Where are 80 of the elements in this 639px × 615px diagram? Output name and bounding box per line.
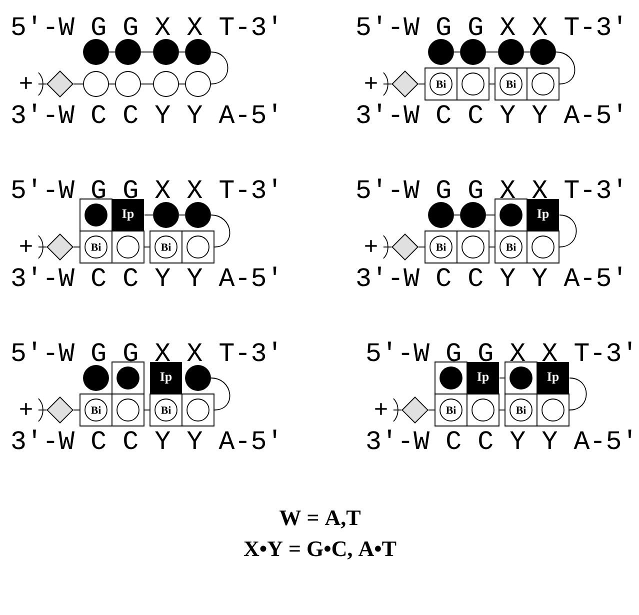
filled-circle [185,365,211,391]
sequence-label: 5'-W G G X X T-3' [12,342,276,362]
plus-sign: + [365,235,388,259]
sequence-label: 5'-W G G X X T-3' [12,16,276,36]
sequence-label: 3'-W C C Y Y A-5' [367,430,632,450]
filled-circle [440,366,462,390]
diamond [392,234,418,260]
sequence-label: 5'-W G G X X T-3' [367,342,632,362]
plus-sign: + [20,235,44,259]
connector-line [489,246,495,248]
filled-circle [460,202,486,228]
open-circle [462,72,484,96]
plus-sign: + [20,72,44,96]
connector-line [178,214,186,216]
filled-circle [460,39,486,65]
sequence-label: 3'-W C C Y Y A-5' [12,104,276,124]
open-circle [472,398,494,422]
connector-line [144,246,150,248]
hairpin-turn [556,52,576,84]
hairpin-turn [559,214,577,248]
diamond [402,396,428,424]
sequence-label: 3'-W C C Y Y A-5' [357,266,622,286]
hairpin-turn [569,378,587,410]
connector-line [418,246,425,248]
filled-circle [498,39,524,65]
sequence-label: 5'-W G G X X T-3' [357,16,622,36]
diamond [392,70,418,98]
filled-circle [185,202,211,228]
open-circle [116,236,140,258]
open-circle [532,236,554,258]
filled-square: Ip [467,362,499,394]
connector-line [38,246,47,248]
equation-text: W = A,T [280,510,360,528]
connector-line [73,246,80,248]
plus-sign: + [20,398,44,422]
open-circle [542,398,564,422]
diamond [46,234,74,260]
sequence-label: 3'-W C C Y Y A-5' [12,430,276,450]
open-circle [115,71,141,97]
filled-circle [510,366,532,390]
open-circle [532,72,554,96]
filled-square: Ip [527,199,559,231]
filled-circle [153,202,179,228]
open-circle [462,236,484,258]
filled-circle [428,202,454,228]
filled-circle [530,39,556,65]
hairpin-turn [210,214,230,248]
filled-circle [83,39,109,65]
filled-square: Ip [112,199,144,231]
sequence-label: 3'-W C C Y Y A-5' [357,104,622,124]
equation-text: X•Y = G•C, A•T [244,541,396,560]
connector-line [144,214,154,216]
open-circle [116,398,140,422]
filled-square: Ip [150,362,182,394]
sequence-label: 3'-W C C Y Y A-5' [12,266,276,286]
filled-circle [185,39,211,65]
diamond [46,70,74,98]
sequence-label: 5'-W G G X X T-3' [12,178,276,198]
plus-sign: + [365,72,388,96]
filled-circle [115,39,141,65]
filled-circle [428,39,454,65]
hairpin-turn [210,52,228,84]
filled-circle [500,204,522,226]
connector-line [454,214,460,216]
filled-circle [116,366,140,390]
open-circle [186,398,210,422]
open-circle [83,71,109,97]
sequence-label: 5'-W G G X X T-3' [357,178,622,198]
filled-square: Ip [537,362,569,394]
connector-line [486,214,495,216]
filled-circle [83,365,109,391]
diamond [46,396,74,424]
connector-line [383,246,392,248]
plus-sign: + [375,398,398,422]
open-circle [153,71,179,97]
open-circle [186,236,210,258]
filled-circle [153,39,179,65]
filled-circle [84,204,108,226]
hairpin-turn [210,378,230,410]
open-circle [185,71,211,97]
